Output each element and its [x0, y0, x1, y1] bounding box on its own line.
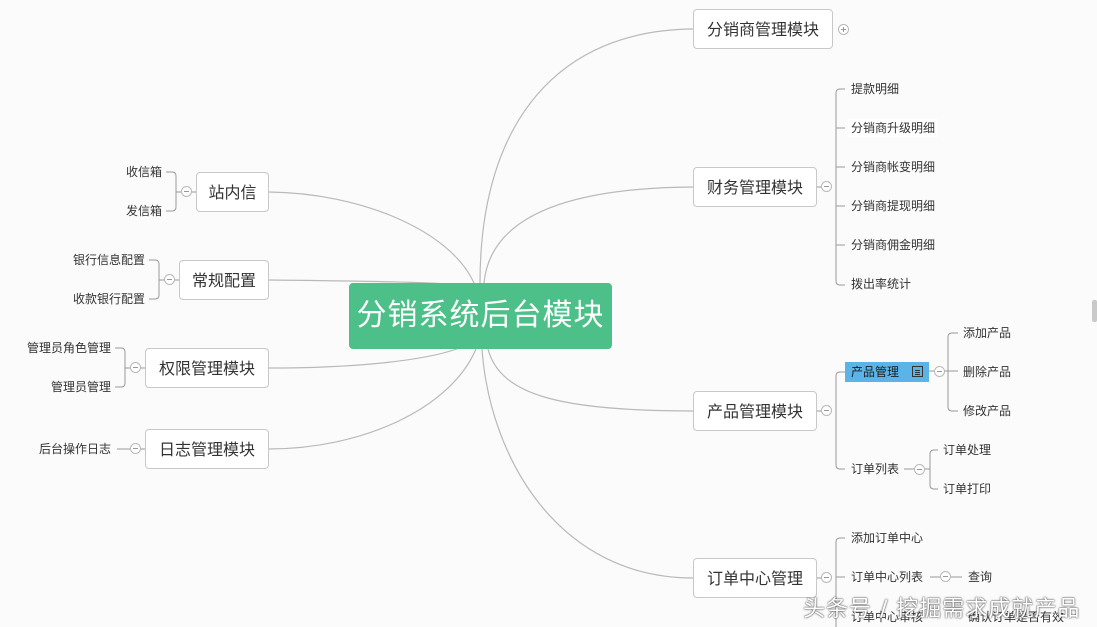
leaf-bank-info-config[interactable]: 银行信息配置: [72, 253, 145, 267]
watermark: 头条号 / 挖掘需求成就产品: [803, 597, 1081, 622]
collapse-toggle-icon[interactable]: [934, 366, 945, 377]
leaf-confirm-order-valid[interactable]: 确认订单是否有效: [968, 610, 1065, 624]
leaf-receiving-bank-config[interactable]: 收款银行配置: [72, 292, 145, 306]
collapse-toggle-icon[interactable]: [130, 362, 141, 373]
leaf-withdraw-detail[interactable]: 提款明细: [851, 82, 900, 96]
collapse-toggle-icon[interactable]: [181, 186, 192, 197]
leaf-delete-product[interactable]: 删除产品: [963, 365, 1012, 379]
leaf-add-product[interactable]: 添加产品: [963, 326, 1012, 340]
node-permissions[interactable]: 权限管理模块: [145, 348, 269, 388]
root-node[interactable]: 分销系统后台模块: [349, 283, 612, 349]
collapse-toggle-icon[interactable]: [821, 405, 832, 416]
collapse-toggle-icon[interactable]: [130, 443, 141, 454]
note-icon[interactable]: [912, 366, 923, 377]
leaf-account-change-detail[interactable]: 分销商帐变明细: [851, 160, 936, 174]
leaf-add-order-center[interactable]: 添加订单中心: [851, 531, 924, 545]
leaf-edit-product[interactable]: 修改产品: [963, 404, 1012, 418]
scrollbar-handle[interactable]: [1092, 300, 1097, 322]
collapse-toggle-icon[interactable]: [914, 464, 925, 475]
expand-toggle-icon[interactable]: [838, 24, 849, 35]
leaf-admin-mgmt[interactable]: 管理员管理: [50, 380, 111, 394]
collapse-toggle-icon[interactable]: [821, 181, 832, 192]
leaf-upgrade-detail[interactable]: 分销商升级明细: [848, 119, 939, 137]
leaf-receive-box[interactable]: 收信箱: [125, 165, 162, 179]
leaf-send-box[interactable]: 发信箱: [125, 204, 162, 218]
node-logs[interactable]: 日志管理模块: [145, 429, 269, 469]
collapse-toggle-icon[interactable]: [940, 571, 951, 582]
leaf-order-print[interactable]: 订单打印: [943, 482, 992, 496]
node-product-manage-selected[interactable]: 产品管理: [845, 362, 929, 382]
node-inbox[interactable]: 站内信: [196, 172, 269, 212]
leaf-commission-detail[interactable]: 分销商佣金明细: [851, 238, 936, 252]
leaf-admin-operation-log[interactable]: 后台操作日志: [38, 442, 111, 456]
leaf-order-process[interactable]: 订单处理: [943, 443, 992, 457]
leaf-order-center-audit[interactable]: 订单中心审核: [851, 610, 924, 624]
leaf-order-center-list[interactable]: 订单中心列表: [851, 570, 924, 584]
node-product[interactable]: 产品管理模块: [693, 391, 817, 431]
leaf-cash-out-detail[interactable]: 分销商提现明细: [851, 199, 936, 213]
leaf-order-list[interactable]: 订单列表: [851, 462, 900, 476]
node-finance[interactable]: 财务管理模块: [693, 167, 817, 207]
leaf-admin-role-mgmt[interactable]: 管理员角色管理: [26, 341, 111, 355]
collapse-toggle-icon[interactable]: [821, 572, 832, 583]
collapse-toggle-icon[interactable]: [164, 274, 175, 285]
node-label: 产品管理: [851, 365, 900, 379]
leaf-payout-rate[interactable]: 拨出率统计: [851, 277, 912, 291]
node-general-config[interactable]: 常规配置: [179, 260, 269, 300]
node-order-center[interactable]: 订单中心管理: [693, 558, 817, 598]
leaf-query[interactable]: 查询: [968, 570, 993, 584]
node-distributor-mgmt[interactable]: 分销商管理模块: [693, 9, 833, 49]
